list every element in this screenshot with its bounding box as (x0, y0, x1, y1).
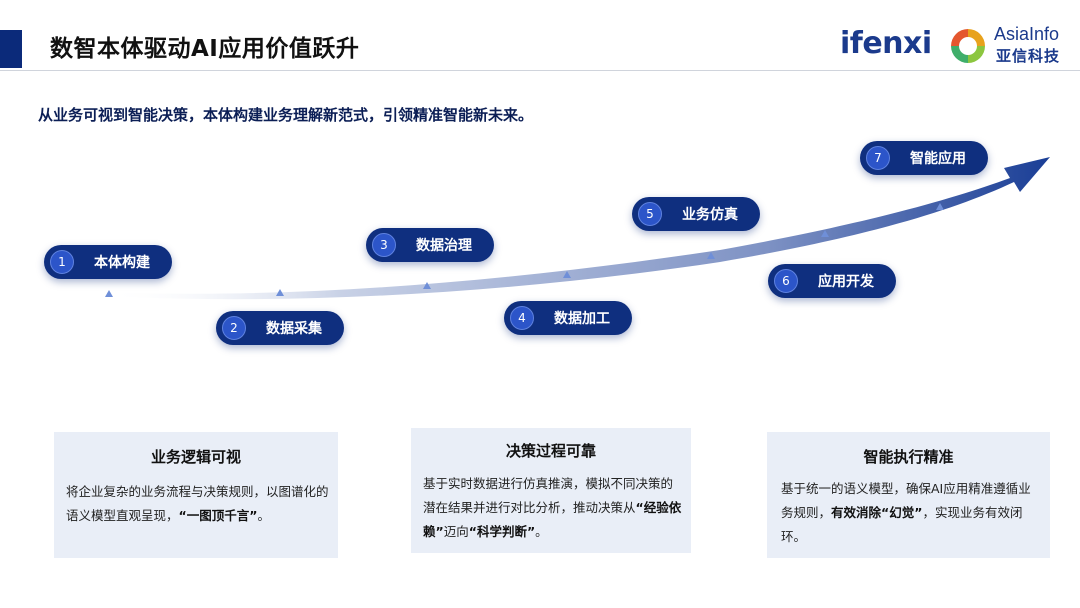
card-text: 将企业复杂的业务流程与决策规则，以图谱化的语义模型直观呈现，“一图顶千言”。 (66, 484, 329, 523)
curve-marker-1 (105, 290, 113, 297)
step-2-data-collection: 2 数据采集 (216, 311, 344, 345)
asiainfo-logo-name: AsiaInfo (994, 24, 1060, 44)
step-1-ontology-building: 1 本体构建 (44, 245, 172, 279)
curve-body (105, 157, 1050, 300)
curve-marker-4 (563, 271, 571, 278)
header-divider (0, 70, 1080, 71)
step-label: 数据治理 (416, 238, 472, 254)
ifenxi-logo-text: ifenxi (840, 26, 932, 61)
step-5-business-simulation: 5 业务仿真 (632, 197, 760, 231)
step-7-intelligent-application: 7 智能应用 (860, 141, 988, 175)
step-6-application-development: 6 应用开发 (768, 264, 896, 298)
step-4-data-processing: 4 数据加工 (504, 301, 632, 335)
curve-marker-2 (276, 289, 284, 296)
card-intelligent-execution-precise: 智能执行精准 基于统一的语义模型，确保AI应用精准遵循业务规则，有效消除“幻觉”… (767, 432, 1050, 558)
card-business-logic-visible: 业务逻辑可视 将企业复杂的业务流程与决策规则，以图谱化的语义模型直观呈现，“一图… (54, 432, 338, 558)
curve-marker-7 (936, 203, 944, 210)
curve-marker-3 (423, 282, 431, 289)
step-number: 6 (774, 269, 798, 293)
step-label: 智能应用 (910, 151, 966, 167)
card-decision-process-reliable: 决策过程可靠 基于实时数据进行仿真推演，模拟不同决策的潜在结果并进行对比分析，推… (411, 428, 691, 553)
card-title: 决策过程可靠 (505, 442, 596, 460)
step-number: 3 (372, 233, 396, 257)
step-label: 应用开发 (818, 274, 874, 290)
step-3-data-governance: 3 数据治理 (366, 228, 494, 262)
step-label: 数据采集 (266, 321, 322, 337)
step-number: 7 (866, 146, 890, 170)
card-text: 基于实时数据进行仿真推演，模拟不同决策的潜在结果并进行对比分析，推动决策从“经验… (423, 476, 682, 539)
card-text: 基于统一的语义模型，确保AI应用精准遵循业务规则，有效消除“幻觉”，实现业务有效… (781, 481, 1031, 544)
curve-marker-5 (707, 252, 715, 259)
asiainfo-logo-cn: 亚信科技 (996, 47, 1061, 65)
curve-markers (105, 203, 944, 297)
step-number: 4 (510, 306, 534, 330)
asiainfo-logo-icon (951, 29, 985, 63)
page-title: 数智本体驱动AI应用价值跃升 (50, 36, 360, 62)
step-number: 5 (638, 202, 662, 226)
step-label: 业务仿真 (682, 207, 738, 223)
step-number: 2 (222, 316, 246, 340)
page-subtitle: 从业务可视到智能决策，本体构建业务理解新范式，引领精准智能新未来。 (38, 106, 534, 124)
header-accent-bar (0, 30, 22, 68)
step-label: 数据加工 (554, 311, 610, 327)
card-title: 业务逻辑可视 (150, 448, 241, 466)
curve-marker-6 (821, 230, 829, 237)
step-number: 1 (50, 250, 74, 274)
ifenxi-logo: ifenxi (840, 26, 932, 61)
step-label: 本体构建 (94, 255, 150, 271)
card-title: 智能执行精准 (863, 448, 954, 466)
